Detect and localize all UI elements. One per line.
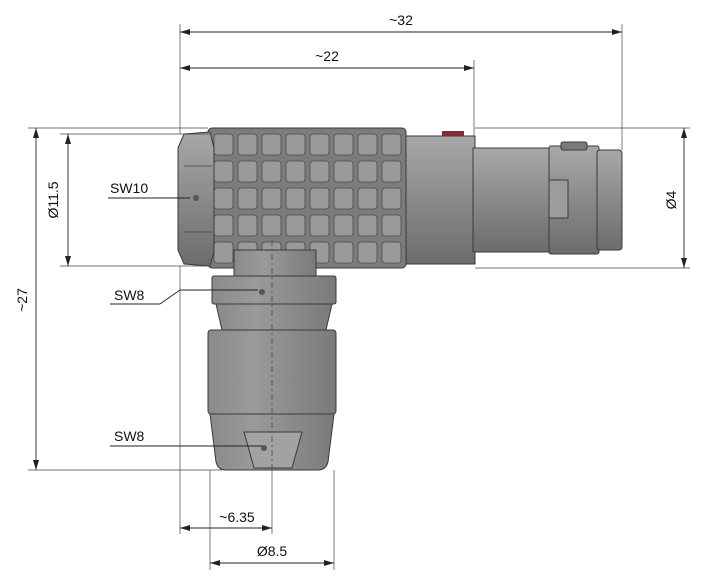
- gland-flat: [243, 431, 303, 469]
- knurl-cell: [261, 133, 282, 156]
- knurl-cell: [285, 160, 306, 183]
- collar-center-mark: [259, 289, 265, 295]
- knurl-cell: [237, 133, 258, 156]
- collar-taper: [215, 303, 333, 331]
- knurl-cell: [261, 214, 282, 237]
- knurl-cell: [309, 187, 330, 210]
- label-sw-nut: SW10: [110, 180, 148, 196]
- knurl-cell: [357, 214, 378, 237]
- plug-insert: [472, 147, 552, 253]
- knurl-cell: [381, 133, 402, 156]
- knurl-cell: [237, 160, 258, 183]
- knurl-cell: [333, 241, 354, 264]
- dim-overall-height: ~27: [14, 288, 30, 312]
- label-sw-cable-end: SW8: [114, 428, 145, 444]
- knurl-cell: [333, 187, 354, 210]
- gland-center-mark: [261, 445, 267, 451]
- dim-body-diameter: Ø11.5: [45, 181, 61, 218]
- plug-tab: [560, 141, 588, 151]
- knurl-cell: [213, 214, 234, 237]
- knurl-cell: [381, 214, 402, 237]
- nut-center-mark: [193, 195, 199, 201]
- label-sw-collar: SW8: [114, 287, 145, 303]
- plug-sleeve: [402, 135, 476, 265]
- knurl-pattern: [213, 133, 402, 264]
- knurl-cell: [333, 214, 354, 237]
- knurl-cell: [237, 187, 258, 210]
- dim-offset: ~6.35: [219, 509, 255, 525]
- dim-cable-diameter: Ø8.5: [257, 543, 288, 559]
- knurl-cell: [333, 160, 354, 183]
- knurl-cell: [309, 133, 330, 156]
- knurl-cell: [309, 214, 330, 237]
- knurl-cell: [213, 187, 234, 210]
- knurl-cell: [381, 160, 402, 183]
- knurl-cell: [285, 133, 306, 156]
- knurl-cell: [285, 214, 306, 237]
- knurl-cell: [213, 241, 234, 264]
- plug-tip: [596, 149, 623, 251]
- knurl-cell: [357, 160, 378, 183]
- knurl-cell: [213, 133, 234, 156]
- dimension-labels: ~32 ~22 Ø11.5 ~27 Ø4 ~6.35 Ø8.5 SW10 SW8…: [14, 12, 679, 559]
- red-marker: [442, 131, 464, 136]
- knurl-cell: [333, 133, 354, 156]
- arrowheads: [33, 29, 687, 566]
- knurl-cell: [381, 241, 402, 264]
- connector-body: [177, 127, 623, 472]
- dim-overall-length: ~32: [389, 12, 413, 28]
- knurl-cell: [261, 160, 282, 183]
- knurl-cell: [357, 187, 378, 210]
- knurl-cell: [237, 214, 258, 237]
- knurl-cell: [285, 187, 306, 210]
- knurl-cell: [261, 187, 282, 210]
- dimension-lines: [28, 24, 690, 570]
- knurl-cell: [357, 241, 378, 264]
- knurl-cell: [357, 133, 378, 156]
- dim-body-length: ~22: [315, 48, 339, 64]
- knurl-cell: [309, 160, 330, 183]
- knurl-cell: [381, 187, 402, 210]
- dim-pin-diameter: Ø4: [663, 190, 679, 209]
- plug-key: [548, 179, 569, 219]
- knurl-cell: [213, 160, 234, 183]
